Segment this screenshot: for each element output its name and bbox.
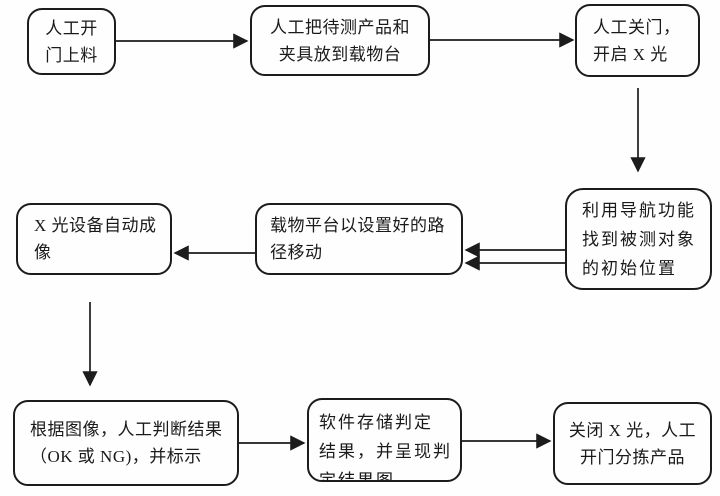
- node-label: 软件存储判定 结果，并呈现判 定结果图: [319, 413, 452, 482]
- node-xray-auto-imaging: X 光设备自动成 像: [16, 203, 172, 275]
- node-label: 人工开 门上料: [45, 18, 98, 65]
- node-software-store-result: 软件存储判定 结果，并呈现判 定结果图: [307, 398, 462, 482]
- node-label: 利用导航功能 找到被测对象 的初始位置: [582, 200, 696, 278]
- node-close-xray-sort-product: 关闭 X 光，人工 开门分拣产品: [553, 402, 712, 485]
- node-navigate-initial-position: 利用导航功能 找到被测对象 的初始位置: [565, 188, 712, 290]
- node-label: 关闭 X 光，人工 开门分拣产品: [568, 420, 697, 467]
- node-close-door-xray-on: 人工关门， 开启 X 光: [575, 4, 700, 77]
- node-label: X 光设备自动成 像: [34, 216, 157, 262]
- node-label: 人工关门， 开启 X 光: [593, 17, 681, 64]
- node-manual-open-door-load: 人工开 门上料: [27, 8, 116, 75]
- node-place-product-on-stage: 人工把待测产品和 夹具放到载物台: [250, 5, 430, 76]
- node-label: 载物平台以设置好的路 径移动: [270, 216, 445, 262]
- node-label: 根据图像，人工判断结果 （OK 或 NG)，并标示: [30, 420, 223, 466]
- node-stage-move-preset-path: 载物平台以设置好的路 径移动: [255, 203, 463, 275]
- node-label: 人工把待测产品和 夹具放到载物台: [270, 17, 410, 64]
- node-manual-judge-result: 根据图像，人工判断结果 （OK 或 NG)，并标示: [13, 400, 239, 486]
